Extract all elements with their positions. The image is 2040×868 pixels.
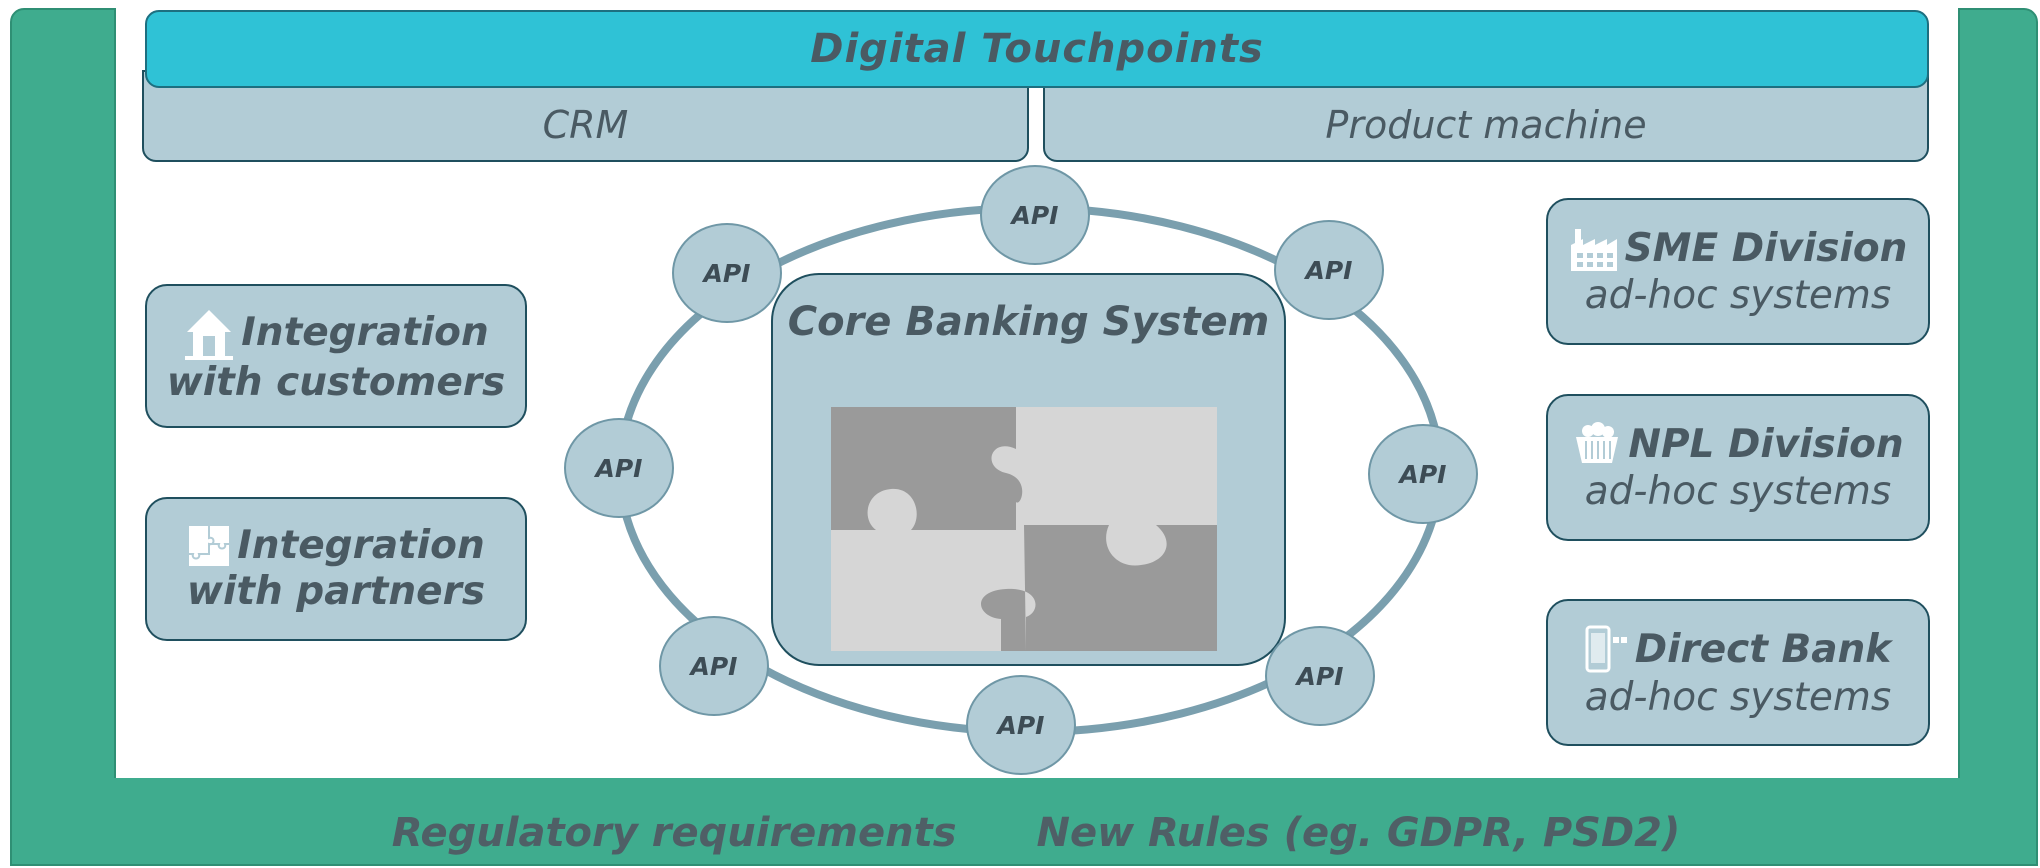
product-machine-label: Product machine xyxy=(1325,103,1647,147)
right-frame xyxy=(1958,8,2038,866)
integration-partners-box: Integration with partners xyxy=(145,497,527,641)
digital-touchpoints-label: Digital Touchpoints xyxy=(810,26,1264,72)
integration-customers-box: Integration with customers xyxy=(145,284,527,428)
sme-division-title: SME Division xyxy=(1624,225,1908,271)
api-node-bottom-right: API xyxy=(1265,626,1375,726)
api-label: API xyxy=(703,258,751,288)
api-label: API xyxy=(690,651,738,681)
api-label: API xyxy=(1296,661,1344,691)
api-node-top-left: API xyxy=(672,223,782,323)
direct-bank-box: Direct Bank ad-hoc systems xyxy=(1546,599,1930,746)
api-label: API xyxy=(1399,459,1447,489)
direct-bank-title: Direct Bank xyxy=(1634,626,1892,672)
api-label: API xyxy=(595,453,643,483)
sme-division-box: SME Division ad-hoc systems xyxy=(1546,198,1930,345)
footer: Regulatory requirements New Rules (eg. G… xyxy=(116,810,1956,860)
mobile-icon xyxy=(1585,625,1627,672)
core-banking-system: Core Banking System xyxy=(771,273,1286,666)
api-node-left: API xyxy=(564,418,674,518)
crm-label: CRM xyxy=(542,103,629,147)
api-label: API xyxy=(1305,255,1353,285)
integration-customers-line2: with customers xyxy=(166,360,506,405)
factory-icon xyxy=(1570,228,1617,271)
puzzle-icon xyxy=(189,526,230,566)
puzzle-image xyxy=(831,407,1217,651)
npl-division-subtitle: ad-hoc systems xyxy=(1584,468,1892,514)
sme-division-subtitle: ad-hoc systems xyxy=(1584,272,1892,318)
npl-division-title: NPL Division xyxy=(1628,421,1904,467)
api-node-right: API xyxy=(1368,424,1478,524)
api-label: API xyxy=(1011,200,1059,230)
house-icon xyxy=(185,310,234,360)
api-node-bottom-left: API xyxy=(659,616,769,716)
integration-partners-line2: with partners xyxy=(186,569,486,614)
api-node-top: API xyxy=(980,165,1090,265)
bottom-frame xyxy=(10,778,2038,866)
cart-icon xyxy=(1576,421,1619,463)
integration-partners-line1: Integration xyxy=(237,523,485,568)
direct-bank-subtitle: ad-hoc systems xyxy=(1584,674,1892,720)
left-frame xyxy=(10,8,116,866)
footer-regulatory: Regulatory requirements xyxy=(391,810,957,856)
api-label: API xyxy=(997,710,1045,740)
digital-touchpoints-bar: Digital Touchpoints xyxy=(145,10,1929,88)
api-node-top-right: API xyxy=(1274,220,1384,320)
npl-division-box: NPL Division ad-hoc systems xyxy=(1546,394,1930,541)
core-banking-title: Core Banking System xyxy=(787,299,1270,345)
api-node-bottom: API xyxy=(966,675,1076,775)
footer-new-rules: New Rules (eg. GDPR, PSD2) xyxy=(1036,810,1681,856)
integration-customers-line1: Integration xyxy=(241,310,489,355)
